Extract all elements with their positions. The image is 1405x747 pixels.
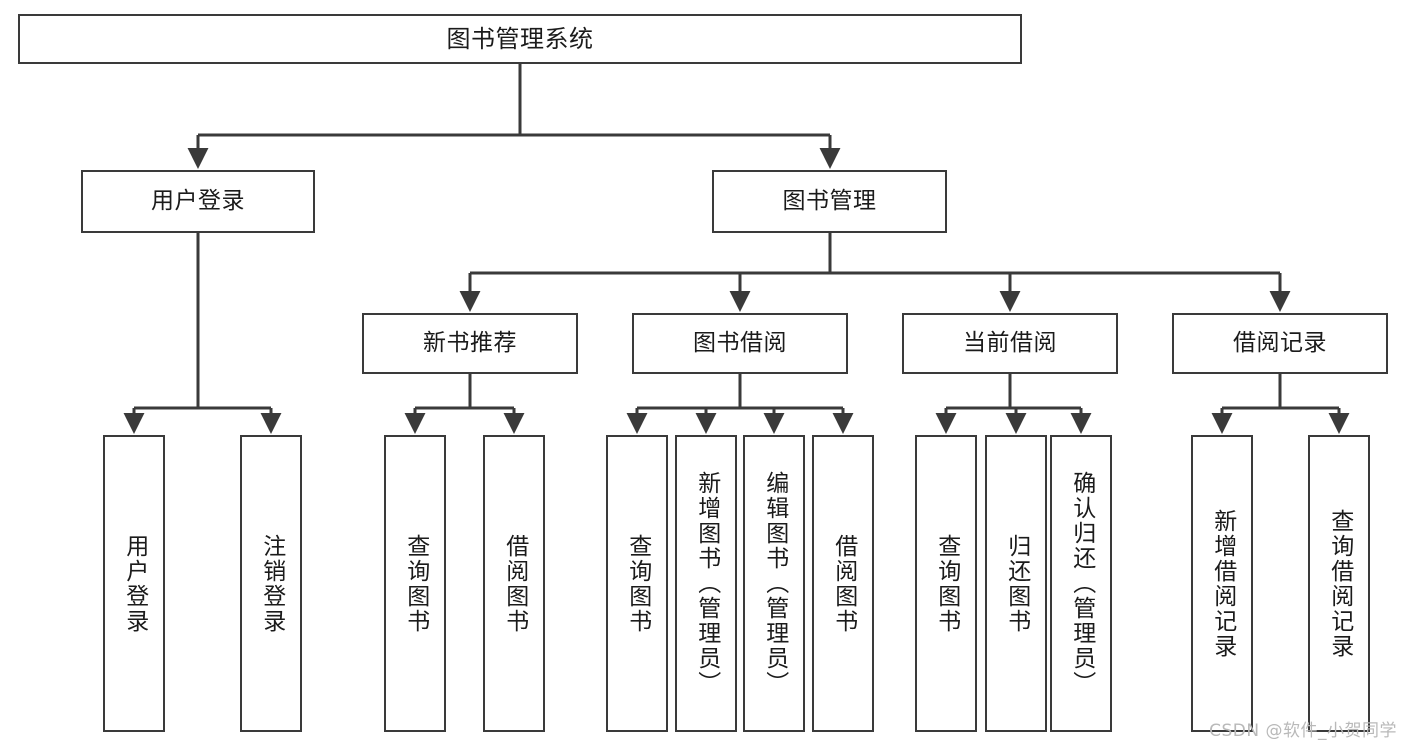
node-leaf-label: 借阅图书: [830, 533, 857, 634]
node-leaf-book-borrow-3[interactable]: 编辑图书（管理员）: [743, 435, 805, 732]
node-leaf-label: 查询图书: [933, 533, 960, 634]
node-leaf-book-borrow-4[interactable]: 借阅图书: [812, 435, 874, 732]
watermark: CSDN @软件_小贺同学: [1209, 721, 1397, 741]
node-leaf-current-borrow-2[interactable]: 归还图书: [985, 435, 1047, 732]
node-book-borrow-label: 图书借阅: [693, 329, 787, 356]
node-leaf-label: 用户登录: [121, 533, 148, 634]
node-user-login[interactable]: 用户登录: [81, 170, 315, 233]
node-leaf-borrow-record-1[interactable]: 新增借阅记录: [1191, 435, 1253, 732]
node-leaf-book-borrow-2[interactable]: 新增图书（管理员）: [675, 435, 737, 732]
node-user-login-label: 用户登录: [151, 187, 245, 214]
node-leaf-label: 确认归还（管理员）: [1068, 471, 1095, 696]
node-borrow-record-label: 借阅记录: [1233, 329, 1327, 356]
node-leaf-new-book-1[interactable]: 查询图书: [384, 435, 446, 732]
node-leaf-label: 注销登录: [258, 533, 285, 634]
node-leaf-label: 借阅图书: [501, 533, 528, 634]
node-leaf-new-book-2[interactable]: 借阅图书: [483, 435, 545, 732]
node-leaf-label: 新增图书（管理员）: [693, 471, 720, 696]
node-leaf-book-borrow-1[interactable]: 查询图书: [606, 435, 668, 732]
node-book-manage-label: 图书管理: [782, 187, 877, 214]
node-leaf-label: 新增借阅记录: [1209, 508, 1236, 659]
node-leaf-user-login-2[interactable]: 注销登录: [240, 435, 302, 732]
node-leaf-label: 查询借阅记录: [1326, 508, 1353, 659]
node-borrow-record[interactable]: 借阅记录: [1172, 313, 1388, 374]
node-leaf-label: 编辑图书（管理员）: [761, 471, 788, 696]
node-leaf-user-login-1[interactable]: 用户登录: [103, 435, 165, 732]
node-new-book-recommend-label: 新书推荐: [423, 329, 517, 356]
node-leaf-borrow-record-2[interactable]: 查询借阅记录: [1308, 435, 1370, 732]
node-new-book-recommend[interactable]: 新书推荐: [362, 313, 578, 374]
node-leaf-current-borrow-1[interactable]: 查询图书: [915, 435, 977, 732]
node-current-borrow[interactable]: 当前借阅: [902, 313, 1118, 374]
node-leaf-current-borrow-3[interactable]: 确认归还（管理员）: [1050, 435, 1112, 732]
node-current-borrow-label: 当前借阅: [963, 329, 1057, 356]
node-leaf-label: 归还图书: [1003, 533, 1030, 634]
node-root[interactable]: 图书管理系统: [18, 14, 1022, 64]
node-leaf-label: 查询图书: [402, 533, 429, 634]
node-leaf-label: 查询图书: [624, 533, 651, 634]
node-book-manage[interactable]: 图书管理: [712, 170, 947, 233]
node-root-label: 图书管理系统: [446, 24, 594, 53]
node-book-borrow[interactable]: 图书借阅: [632, 313, 848, 374]
